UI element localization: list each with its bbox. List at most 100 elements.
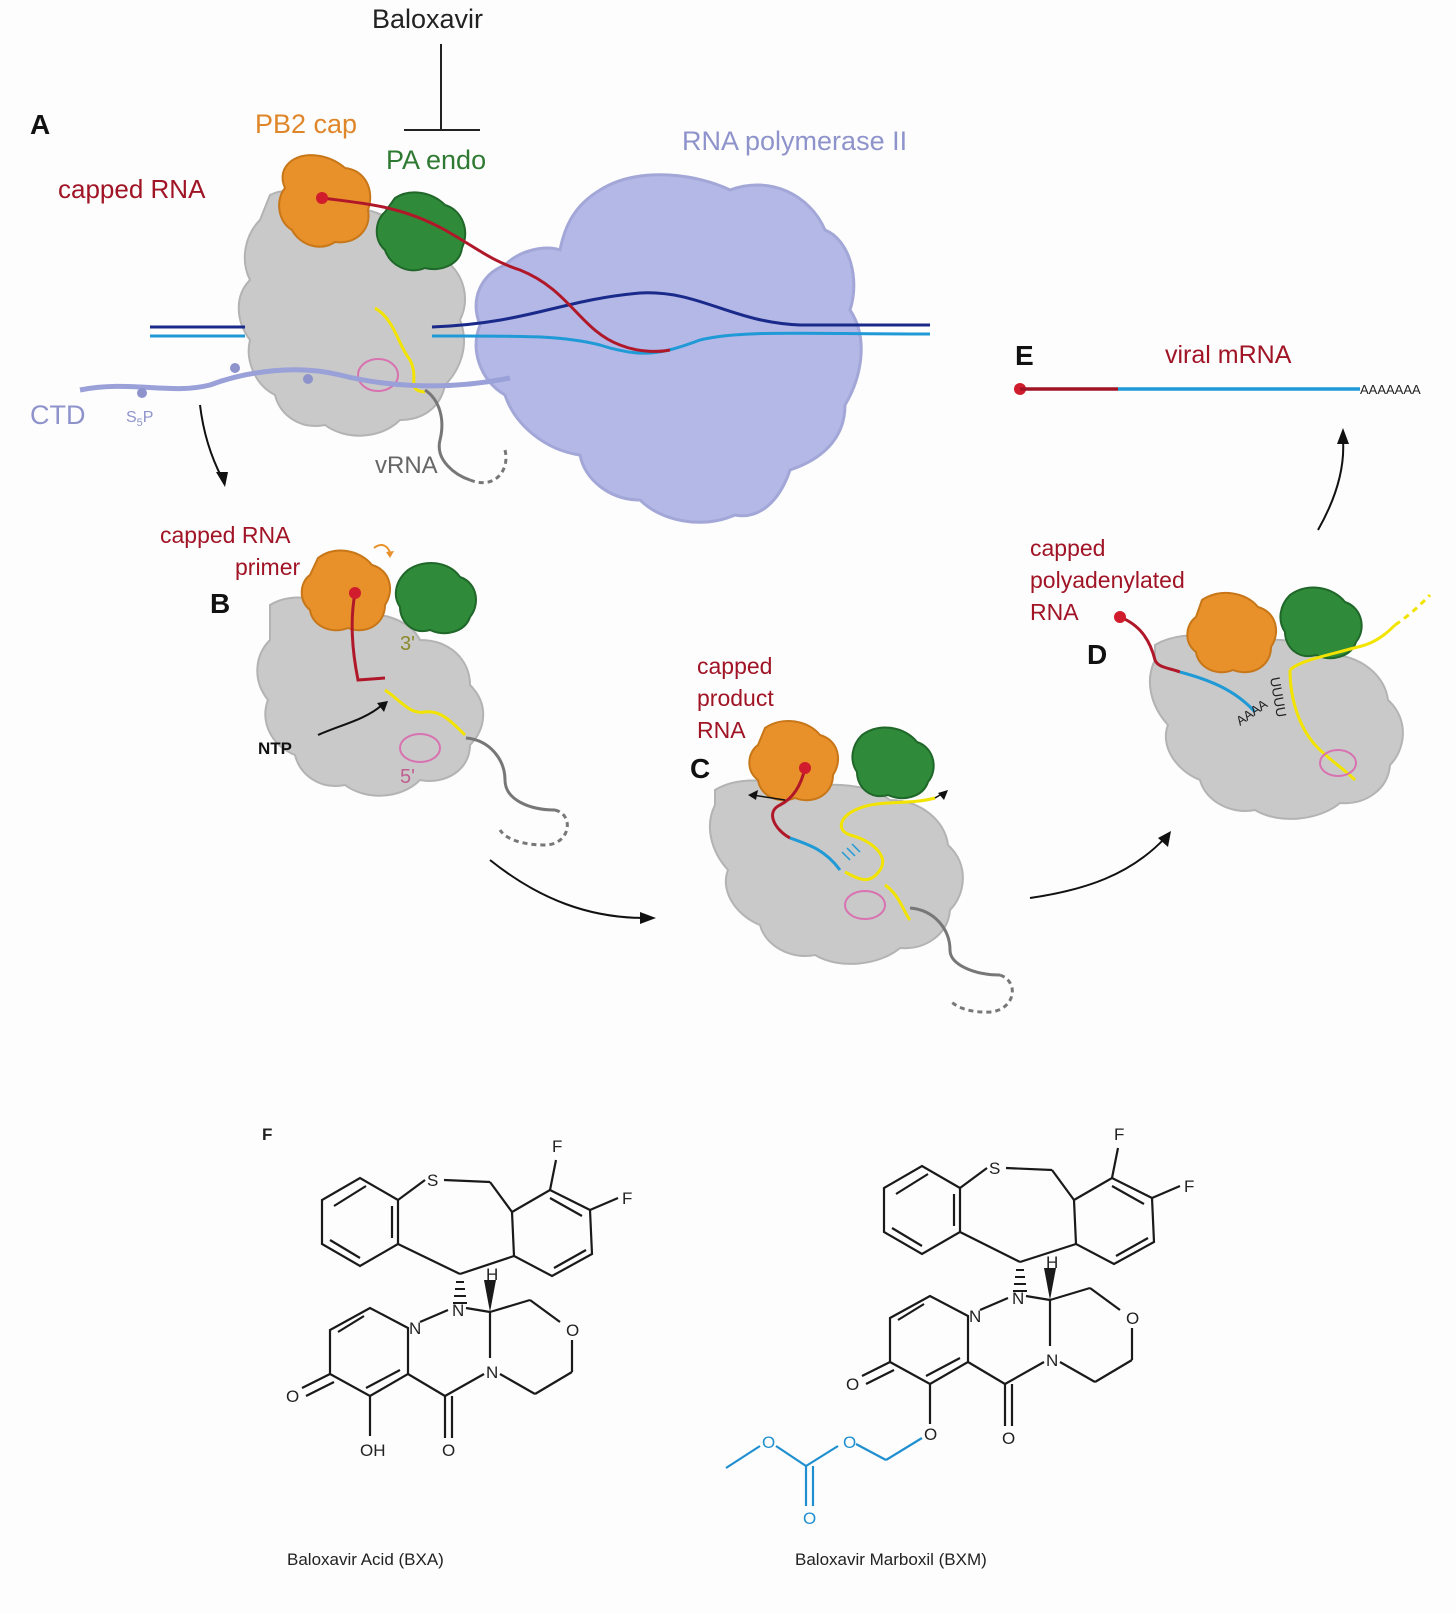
bxa-atom-o-ketone: O	[286, 1387, 299, 1406]
viral-mrna-label: viral mRNA	[1165, 341, 1292, 369]
arrow-d-to-e	[1317, 439, 1345, 531]
pb2-cap-label: PB2 cap	[255, 109, 357, 139]
pb2-cap-domain-d	[1186, 592, 1278, 674]
vrna-dashed-a	[469, 449, 508, 485]
bxm-atom-o-ether: O	[924, 1425, 937, 1444]
promoter-hairpin-b	[399, 733, 441, 763]
bxm-atom-s: S	[989, 1159, 1000, 1178]
bxm-atom-o-ring: O	[1126, 1309, 1139, 1328]
bxm-atom-f1: F	[1114, 1125, 1124, 1144]
pa-endo-domain-c	[851, 726, 935, 800]
panel-letter-c: C	[690, 753, 710, 784]
capped-rna-strand-a	[321, 196, 671, 353]
capped-rna-primer-label-2: primer	[235, 554, 301, 580]
panel-letter-a: A	[30, 109, 50, 140]
vrna-label: vRNA	[375, 452, 438, 479]
bxm-atom-o-carbonate-2: O	[762, 1433, 775, 1452]
exit-arrow-c-left	[751, 794, 786, 801]
s5p-label: S5P	[126, 409, 153, 429]
panel-d: D capped polyadenylated RNA AAAA UUUU	[1030, 428, 1432, 820]
arrowhead-c-to-d	[1158, 831, 1171, 847]
arrowhead-d-to-e	[1337, 428, 1349, 444]
template-rna-b	[384, 688, 467, 737]
panel-letter-d: D	[1087, 639, 1107, 670]
pb2-cap-domain-c	[748, 720, 840, 802]
three-prime-label: 3'	[400, 633, 415, 655]
ctd-phospho-1	[137, 388, 147, 398]
capped-poly-label-1: capped	[1030, 535, 1105, 561]
ctd-label: CTD	[30, 400, 86, 430]
pa-endo-domain-b	[394, 562, 477, 635]
rna-pol-ii-label: RNA polymerase II	[682, 126, 907, 156]
baloxavir-label: Baloxavir	[372, 4, 483, 34]
bxa-atom-f1: F	[552, 1137, 562, 1156]
five-prime-label: 5'	[400, 766, 415, 788]
pa-endo-label: PA endo	[386, 145, 486, 175]
flu-polymerase-surface-b	[256, 596, 485, 797]
bxm-atom-o-carbonyl: O	[803, 1509, 816, 1528]
bxm-atom-n2: N	[969, 1307, 981, 1326]
bxa-atom-s: S	[427, 1171, 438, 1190]
bxa-atom-f2: F	[622, 1189, 632, 1208]
capped-poly-label-3: RNA	[1030, 599, 1079, 625]
ctd-phospho-2	[230, 363, 240, 373]
bxm-atom-n1: N	[1012, 1289, 1024, 1308]
bxa-atom-h: H	[486, 1265, 498, 1284]
bxa-atom-n3: N	[486, 1363, 498, 1382]
panel-a: A Baloxavir PB2 cap PA endo RNA polymera…	[30, 4, 931, 524]
arrowhead-a-to-b	[216, 472, 228, 487]
capped-rna-primer-strand-b	[350, 592, 386, 682]
bxm-atom-n3: N	[1046, 1351, 1058, 1370]
pa-endo-domain-a	[375, 191, 467, 272]
arrow-c-to-d	[1029, 837, 1166, 899]
flu-polymerase-surface-c	[708, 779, 964, 965]
panel-c: C capped product RNA	[690, 653, 1171, 1014]
vrna-dashed-b	[498, 808, 569, 847]
bxa-atom-o-amide: O	[442, 1441, 455, 1460]
nascent-rna-d	[1179, 670, 1257, 714]
bxa-atom-oh: OH	[360, 1441, 386, 1460]
base-pairs-c	[841, 843, 861, 861]
cap-dot-b	[349, 587, 361, 599]
bxm-name: Baloxavir Marboxil (BXM)	[795, 1550, 987, 1569]
poly-u-tract-d: UUUU	[1267, 676, 1290, 719]
ctd-tail	[79, 367, 511, 393]
template-tail-c	[884, 883, 912, 922]
bxa-atom-n1: N	[452, 1301, 464, 1320]
template-rna-d	[1288, 669, 1357, 782]
vrna-strand-b	[465, 736, 556, 812]
bxm-atom-f2: F	[1184, 1177, 1194, 1196]
bxa-structure: S F F N N N H O O OH O	[286, 1137, 632, 1460]
panel-letter-b: B	[210, 588, 230, 619]
bxm-structure: S F F N N N H O O O O O O O	[725, 1125, 1194, 1528]
ntp-arrowhead	[377, 701, 388, 712]
bxm-atom-o-carbonate-1: O	[843, 1433, 856, 1452]
bxa-atom-n2: N	[409, 1319, 421, 1338]
bxm-atom-h: H	[1046, 1253, 1058, 1272]
vrna-strand-a	[424, 388, 471, 482]
flu-polymerase-surface-d	[1148, 634, 1404, 820]
capped-rna-primer-label-1: capped RNA	[160, 522, 291, 548]
capped-product-label-1: capped	[697, 653, 772, 679]
panel-f: F	[262, 1125, 1194, 1569]
cap-dot-c	[799, 762, 811, 774]
pa-endo-domain-d	[1279, 586, 1363, 660]
bxm-atom-o-amide: O	[1002, 1429, 1015, 1448]
promoter-hairpin-d	[1319, 749, 1357, 777]
arrow-b-to-c	[489, 859, 646, 919]
ntp-label: NTP	[258, 739, 292, 758]
orange-rotation-arrow	[373, 544, 391, 554]
panel-e: E viral mRNA AAAAAAA	[1014, 340, 1421, 397]
bxm-atom-o-ketone: O	[846, 1375, 859, 1394]
promoter-hairpin-c	[844, 890, 886, 920]
template-rna-d-dashed	[1394, 593, 1432, 627]
template-rna-c	[839, 796, 936, 882]
capped-poly-strand-d	[1119, 615, 1181, 674]
pb2-cap-domain-b	[300, 549, 392, 632]
ntp-arrow	[317, 704, 383, 736]
exit-arrowhead-c-left	[748, 790, 758, 800]
cap-dot-d	[1114, 611, 1126, 623]
vrna-strand-c	[909, 906, 1001, 977]
panel-letter-f: F	[262, 1125, 272, 1144]
cap-dot-a	[316, 192, 328, 204]
